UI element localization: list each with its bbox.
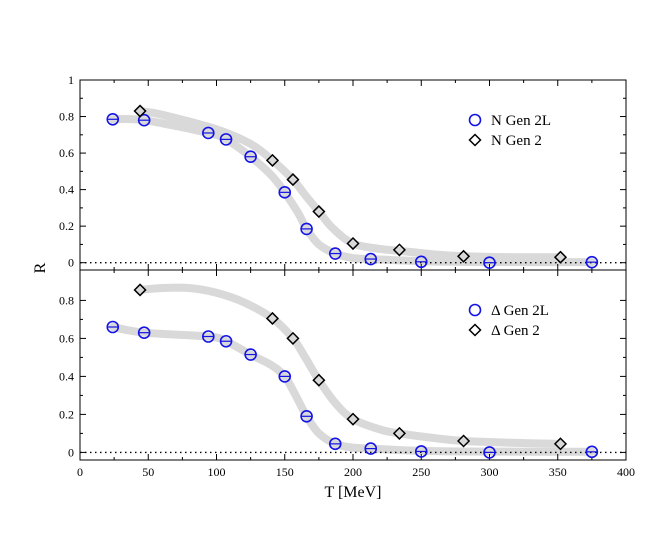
y-tick-label: 0 [68,256,74,270]
data-point-gen2 [553,250,568,264]
legend-marker-circle [468,113,482,127]
data-point-gen2 [346,412,360,426]
panel-delta: 0 0.2 0.4 0.6 0.8 Δ Gen 2L Δ Gen 2 [59,269,627,461]
y-tick-label: 0.2 [59,407,74,421]
data-point-gen2 [312,204,326,219]
data-point-gen2 [553,437,568,451]
legend-label: N Gen 2L [491,113,551,129]
panel-frame [79,269,627,461]
x-tick-label: 250 [412,465,430,479]
data-point-gen2 [392,426,406,440]
fit-band-1 [108,323,596,456]
y-tick-label: 0.8 [59,293,74,307]
x-tick-label: 350 [549,465,567,479]
y-tick-label: 0.8 [59,110,74,124]
fit-band-2 [136,283,565,448]
y-tick-label: 0 [68,445,74,459]
x-tick-label: 200 [344,465,362,479]
y-axis-title: R [32,262,49,273]
data-point-gen2 [286,331,300,345]
data-point-gen2 [457,249,471,263]
legend-marker-diamond [468,323,482,337]
x-tick-label: 100 [208,465,226,479]
y-tick-label: 0.6 [59,331,74,345]
legend-label: Δ Gen 2L [491,303,549,319]
x-axis-title: T [MeV] [324,484,381,501]
fit-band-2 [136,107,565,262]
data-point-gen2 [265,311,280,326]
data-point-gen2 [346,236,360,251]
x-tick-label: 300 [481,465,499,479]
y-tick-label: 0.4 [59,183,74,197]
legend-label: N Gen 2 [491,133,542,149]
data-point-gen2 [286,173,300,187]
data-point-gen2 [133,283,147,297]
data-point-gen2 [392,243,406,257]
data-point-gen2 [312,373,326,387]
y-tick-label: 0.2 [59,219,74,233]
x-axis: 0 50 100 150 200 250 300 350 400 [77,465,635,479]
data-point-gen2 [457,434,471,448]
legend-label: Δ Gen 2 [491,323,540,339]
legend-marker-circle [468,303,482,317]
y-tick-label: 1 [68,73,74,87]
data-point-gen2 [265,153,280,167]
legend-marker-diamond [468,133,482,147]
x-tick-label: 150 [276,465,294,479]
y-tick-label: 0.4 [59,369,74,383]
data-point-gen2 [133,104,147,118]
y-tick-label: 0.6 [59,146,74,160]
panel-nucleon: 0 0.2 0.4 0.6 0.8 1 N Gen 2L N Gen 2 [59,73,627,271]
x-tick-label: 0 [77,465,83,479]
x-tick-label: 50 [142,465,154,479]
x-tick-label: 400 [617,465,635,479]
